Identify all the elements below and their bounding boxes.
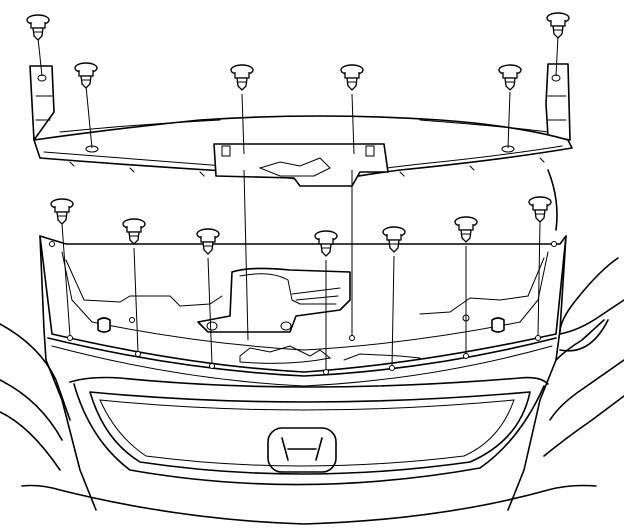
clip-icon xyxy=(340,64,364,91)
clip-icon xyxy=(498,64,522,91)
emblem-icon xyxy=(267,427,337,473)
clip-icon xyxy=(26,14,50,41)
clip-icon xyxy=(528,196,552,223)
upper-cover-panel xyxy=(29,63,573,187)
clips xyxy=(26,12,570,257)
clip-icon xyxy=(50,198,74,225)
clip-icon xyxy=(196,228,220,255)
clip-icon xyxy=(122,218,146,245)
grille-opening xyxy=(21,376,597,525)
fender-lines xyxy=(0,169,624,471)
clip-icon xyxy=(382,226,406,253)
leader-lines xyxy=(37,35,559,370)
bumper-cover xyxy=(39,235,567,511)
clip-icon xyxy=(314,230,338,257)
clip-icon xyxy=(546,12,570,39)
clip-icon xyxy=(74,62,98,89)
clip-icon xyxy=(230,64,254,91)
clip-icon xyxy=(454,216,478,243)
